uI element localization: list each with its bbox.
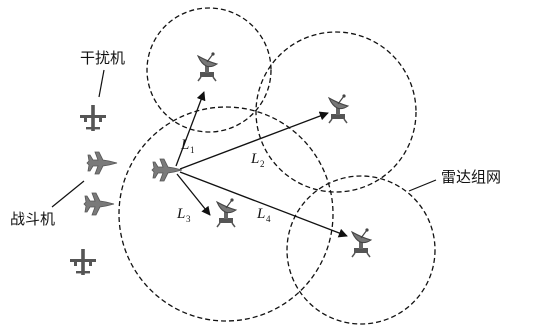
svg-text:L: L — [256, 206, 265, 222]
radar-coverage-circle-2 — [255, 31, 417, 193]
svg-text:1: 1 — [190, 145, 195, 155]
svg-text:L: L — [250, 151, 259, 167]
svg-text:2: 2 — [260, 159, 265, 169]
svg-text:4: 4 — [266, 214, 271, 224]
link-arrow-4 — [179, 171, 348, 238]
jammer-leader-line — [98, 69, 105, 98]
radar-net-leader-line — [408, 179, 437, 192]
fighter-leader-line — [51, 180, 85, 208]
fighter-jet-icon — [83, 192, 115, 216]
radar-dish-icon — [216, 197, 237, 228]
jammer-plane-icon — [70, 249, 96, 275]
radar-dish-icon — [328, 93, 349, 124]
radar-dish-icon — [351, 227, 372, 258]
radar-coverage-circle-4 — [286, 175, 436, 325]
fighter-label: 战斗机 — [10, 210, 55, 228]
jammer-plane-icon — [80, 105, 106, 131]
link-arrow-3 — [176, 173, 211, 216]
link-label-3: L 3 — [176, 206, 191, 224]
radar-coverage-circle-1 — [146, 7, 272, 133]
link-arrow-1 — [175, 91, 206, 167]
link-arrow-2 — [179, 111, 329, 170]
radar-dish-icon — [197, 51, 218, 82]
link-label-4: L 4 — [256, 206, 271, 224]
svg-text:L: L — [176, 206, 185, 222]
link-label-2: L 2 — [250, 151, 265, 169]
jammer-label: 干扰机 — [80, 49, 125, 67]
radar-net-label: 雷达组网 — [441, 168, 501, 186]
radar-coverage-circle-3 — [118, 106, 334, 322]
svg-text:3: 3 — [186, 214, 191, 224]
link-label-1: L 1 — [180, 137, 195, 155]
fighter-jet-icon — [86, 151, 118, 175]
svg-text:L: L — [180, 137, 189, 153]
